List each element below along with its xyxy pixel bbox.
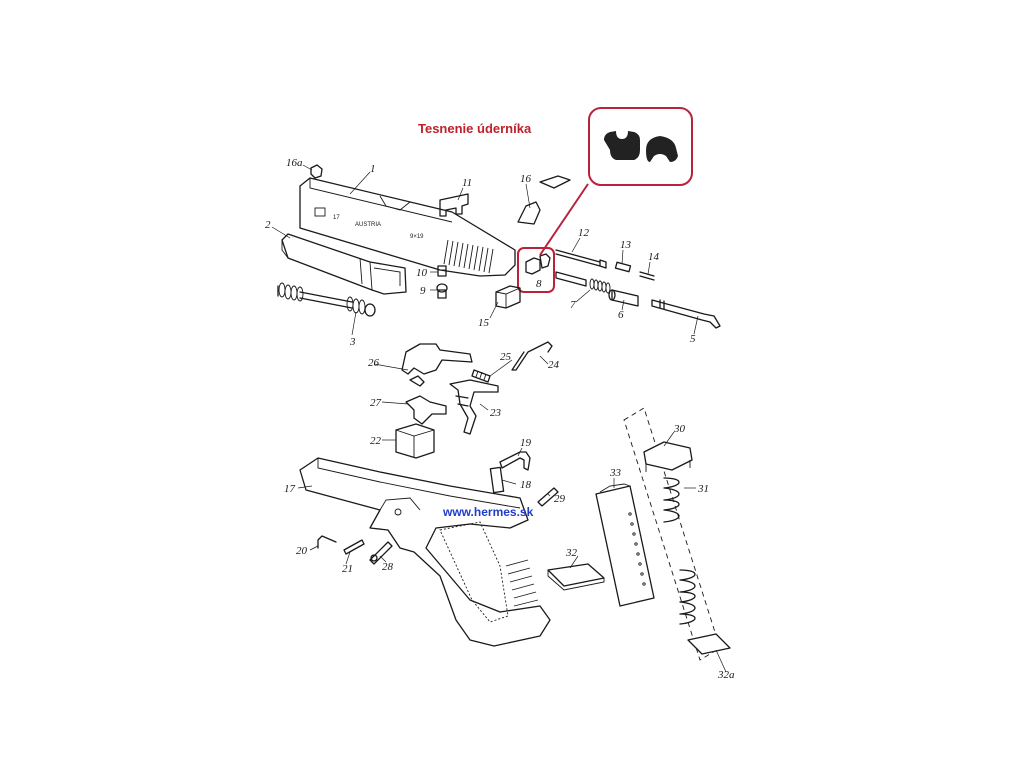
- photo-callout-box: [588, 107, 693, 186]
- label-12: 12: [578, 227, 590, 239]
- part-25-icon: [471, 369, 491, 383]
- firing-pin-seal-photo-right: [646, 136, 678, 162]
- label-2: 2: [265, 219, 271, 231]
- label-29: 29: [554, 493, 566, 505]
- svg-text:AUSTRIA: AUSTRIA: [355, 222, 381, 228]
- callout-connector: [539, 183, 589, 256]
- part-22-icon: [395, 423, 435, 459]
- part-7-icon: [555, 271, 611, 294]
- part-16a-icon: [310, 164, 323, 179]
- part-12-icon: [555, 249, 607, 269]
- label-32: 32: [565, 547, 578, 559]
- frame-part-17: [299, 457, 551, 647]
- label-19: 19: [520, 437, 532, 449]
- part-24-icon: [511, 341, 553, 371]
- label-22: 22: [370, 435, 382, 447]
- label-1: 1: [370, 163, 376, 175]
- part-8-icon: [525, 253, 551, 275]
- part-31-spring: [663, 477, 696, 625]
- label-23: 23: [490, 407, 502, 419]
- label-21: 21: [342, 563, 353, 575]
- label-31: 31: [697, 483, 709, 495]
- label-15: 15: [478, 317, 490, 329]
- part-32a-icon: [687, 633, 731, 655]
- part-5-icon: [651, 299, 721, 329]
- part-9-icon: [436, 283, 448, 299]
- leader-lines: [271, 164, 727, 673]
- part-30-icon: [643, 441, 693, 472]
- part-33-magazine: [595, 483, 655, 607]
- part-23-icon: [449, 379, 499, 435]
- label-3: 3: [349, 336, 356, 348]
- label-11: 11: [462, 177, 472, 189]
- part-11-icon: [439, 193, 469, 217]
- label-5: 5: [690, 333, 696, 345]
- label-13: 13: [620, 239, 632, 251]
- part-14-icon: [639, 271, 655, 281]
- watermark-url: www.hermes.sk: [442, 505, 534, 519]
- part-15-icon: [495, 285, 521, 309]
- part-8-highlight: [517, 247, 555, 293]
- svg-text:9×19: 9×19: [410, 234, 424, 240]
- label-16a: 16a: [286, 157, 303, 169]
- part-26-icon: [401, 343, 473, 387]
- part-19-icon: [499, 451, 531, 471]
- label-18: 18: [520, 479, 532, 491]
- part-13-icon: [614, 261, 632, 273]
- label-7: 7: [570, 299, 576, 311]
- part-20-icon: [317, 535, 337, 549]
- slide-part-1: 17 AUSTRIA 9×19: [299, 177, 516, 277]
- magazine-guide-dashed: [623, 407, 721, 661]
- svg-text:17: 17: [333, 215, 340, 221]
- part-32-icon: [547, 563, 605, 591]
- label-17: 17: [284, 483, 296, 495]
- part-27-icon: [405, 395, 447, 425]
- label-9: 9: [420, 285, 426, 297]
- label-16: 16: [520, 173, 532, 185]
- part-10-icon: [437, 265, 447, 277]
- label-24: 24: [548, 359, 560, 371]
- part-28-icon: [369, 541, 393, 565]
- diagram-title: Tesnenie úderníka: [418, 121, 532, 136]
- label-33: 33: [609, 467, 622, 479]
- label-27: 27: [370, 397, 382, 409]
- part-21-icon: [343, 539, 365, 555]
- part-29-icon: [537, 487, 559, 507]
- barrel-part-2: [281, 233, 407, 295]
- label-8: 8: [536, 278, 542, 290]
- label-6: 6: [618, 309, 624, 321]
- label-30: 30: [673, 423, 686, 435]
- part-6-icon: [608, 289, 639, 307]
- label-10: 10: [416, 267, 428, 279]
- label-32a: 32a: [717, 669, 735, 681]
- recoil-spring-part-3: [277, 282, 376, 317]
- part-number-labels: 16a 1 2 3 11 16 12 13 14 7 6 5 8 10 9 15…: [265, 157, 735, 681]
- label-26: 26: [368, 357, 380, 369]
- firing-pin-seal-photo-left: [604, 131, 640, 160]
- part-16-icon: [517, 175, 571, 225]
- label-14: 14: [648, 251, 660, 263]
- label-20: 20: [296, 545, 308, 557]
- part-18-icon: [489, 466, 505, 494]
- label-28: 28: [382, 561, 394, 573]
- label-25: 25: [500, 351, 512, 363]
